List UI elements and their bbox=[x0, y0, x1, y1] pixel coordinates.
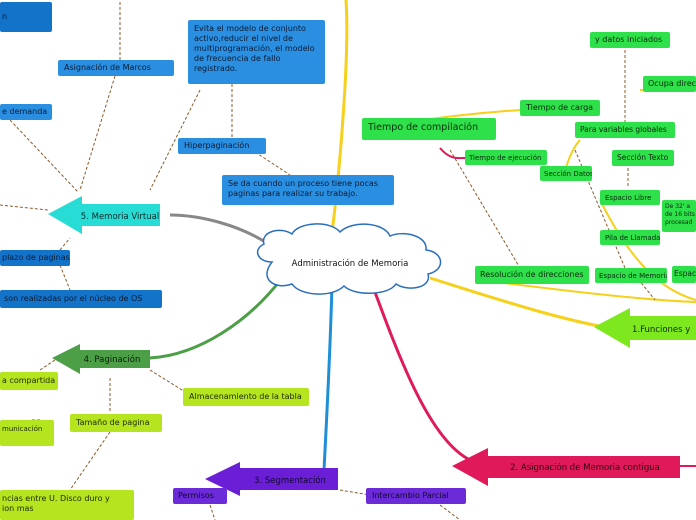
node-nucleo[interactable]: son realizadas por el núcleo de OS bbox=[0, 290, 162, 308]
branch-5-label: 5. Memoria Virtual bbox=[81, 212, 159, 222]
node-compartida[interactable]: a compartida bbox=[0, 372, 58, 390]
node-espac[interactable]: Espac bbox=[672, 266, 696, 283]
node-datos-iniciados[interactable]: y datos iniciados bbox=[590, 32, 670, 48]
connector-top-yellow bbox=[328, 0, 349, 249]
node-pila-llamada[interactable]: Pila de Llamada bbox=[600, 230, 660, 245]
node-espacio-memoria[interactable]: Espacio de Memoria bbox=[595, 268, 667, 283]
branch-1-shape bbox=[594, 308, 696, 348]
branch-3-label: 3. Segmentación bbox=[254, 475, 326, 486]
node-comunicacion[interactable]: municación bbox=[0, 420, 54, 446]
central-label: Administración de Memoria bbox=[292, 258, 409, 269]
node-bits-note[interactable]: De 32' a de 16 bits procesad bbox=[662, 200, 696, 232]
node-tiempo-compilacion[interactable]: Tiempo de compilación bbox=[362, 118, 496, 140]
node-tiempo-carga[interactable]: Tiempo de carga bbox=[520, 100, 600, 116]
branch-4-label: 4. Paginación bbox=[84, 354, 141, 365]
branch-2-shape bbox=[452, 448, 680, 486]
node-disco[interactable]: ncias entre U. Disco duro y ion mas bbox=[0, 490, 134, 520]
node-demanda[interactable]: e demanda bbox=[0, 104, 52, 120]
branch-5-shape bbox=[48, 196, 160, 234]
branch-3-shape bbox=[205, 462, 338, 496]
node-almacenamiento-tabla[interactable]: Almacenamiento de la tabla bbox=[183, 388, 309, 406]
node-ocupa[interactable]: Ocupa direc bbox=[643, 76, 696, 92]
node-se-da-note[interactable]: Se da cuando un proceso tiene pocas pagi… bbox=[222, 175, 394, 205]
branch-1-label: 1.Funciones y bbox=[632, 325, 690, 335]
node-variables-globales[interactable]: Para variables globales bbox=[575, 122, 675, 138]
node-hiper-note[interactable]: Evita el modelo de conjunto activo,reduc… bbox=[188, 20, 325, 84]
node-asignacion-marcos[interactable]: Asignación de Marcos bbox=[58, 60, 174, 76]
node-espacio-libre[interactable]: Espacio Libre bbox=[600, 190, 660, 205]
connector-b3 bbox=[322, 283, 334, 471]
branch-4-shape bbox=[52, 344, 150, 374]
branch-memoria-virtual[interactable]: 5. Memoria Virtual bbox=[48, 196, 160, 234]
connector-b2 bbox=[370, 283, 471, 462]
node-top-left[interactable]: n bbox=[0, 2, 52, 32]
node-tamano-pagina[interactable]: Tamaño de pagina bbox=[70, 414, 162, 432]
node-resolucion[interactable]: Resolución de direcciones bbox=[475, 266, 589, 284]
connector-b4 bbox=[149, 277, 284, 360]
node-hiperpaginacion[interactable]: Hiperpaginación bbox=[178, 138, 266, 154]
branch-segmentacion[interactable]: 3. Segmentación bbox=[205, 462, 338, 496]
central-cloud-shape bbox=[256, 223, 442, 295]
node-reemplazo[interactable]: plazo de paginas bbox=[0, 250, 70, 266]
branch-asignacion-contigua[interactable]: 2. Asignación de Memoria contigua bbox=[452, 448, 680, 486]
node-seccion-datos[interactable]: Sección Datos bbox=[540, 166, 592, 181]
node-seccion-texto[interactable]: Sección Texto bbox=[612, 150, 674, 166]
node-tiempo-ejecucion[interactable]: Tiempo de ejecución bbox=[465, 150, 547, 165]
branch-funciones[interactable]: 1.Funciones y bbox=[594, 308, 696, 348]
branch-2-label: 2. Asignación de Memoria contigua bbox=[510, 462, 660, 473]
connector-ejecucion bbox=[439, 147, 466, 160]
node-permisos[interactable]: Permisos bbox=[173, 488, 227, 504]
connector-b5 bbox=[169, 213, 271, 247]
branch-paginacion[interactable]: 4. Paginación bbox=[52, 344, 150, 374]
central-node[interactable]: Administración de Memoria bbox=[256, 223, 442, 295]
node-intercambio[interactable]: Intercambio Parcial bbox=[366, 488, 466, 504]
